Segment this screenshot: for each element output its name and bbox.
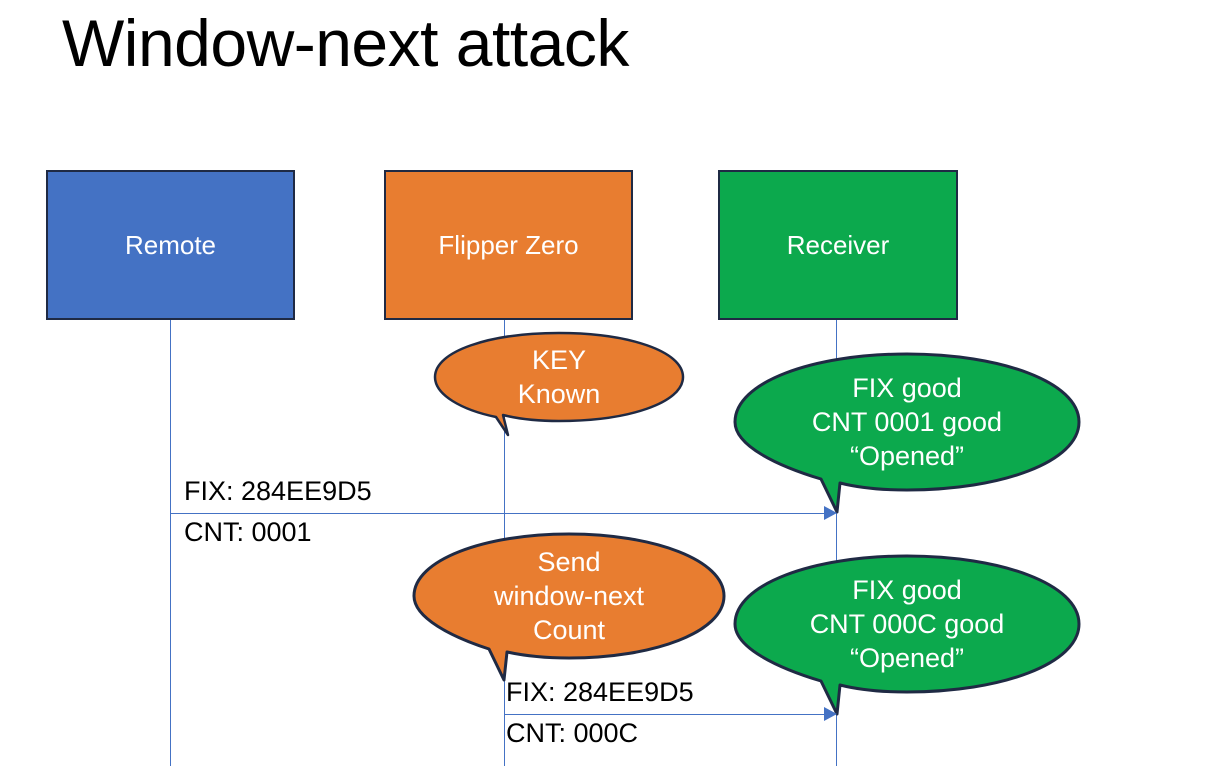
callout-receiver-ack-2[interactable]: FIX good CNT 000C good “Opened” (733, 554, 1081, 719)
message-arrowhead-flipper-to-receiver (824, 707, 837, 721)
callout-receiver-ack-1-shape (733, 352, 1081, 514)
actor-label-flipper-zero: Flipper Zero (438, 229, 579, 260)
lifeline-remote (170, 320, 171, 766)
actor-box-receiver[interactable]: Receiver (718, 170, 958, 320)
actor-box-flipper-zero[interactable]: Flipper Zero (384, 170, 633, 320)
callout-send-window-next-shape (412, 532, 726, 682)
message-label-above-1: FIX: 284EE9D5 (184, 476, 372, 506)
message-label-below-2: CNT: 000C (506, 718, 639, 748)
actor-box-remote[interactable]: Remote (46, 170, 295, 320)
page-title: Window-next attack (62, 6, 629, 80)
callout-send-window-next[interactable]: Send window-next Count (412, 532, 726, 682)
callout-receiver-ack-2-shape (733, 554, 1081, 716)
message-line-flipper-to-receiver (504, 714, 830, 715)
callout-receiver-ack-1[interactable]: FIX good CNT 0001 good “Opened” (733, 352, 1081, 517)
callout-key-known-shape (433, 331, 685, 437)
callout-key-known[interactable]: KEY Known (433, 331, 685, 442)
message-line-remote-to-receiver (170, 513, 830, 514)
message-label-above-2: FIX: 284EE9D5 (506, 677, 694, 707)
lifeline-receiver (836, 320, 837, 766)
message-label-below-1: CNT: 0001 (184, 517, 312, 547)
actor-label-receiver: Receiver (786, 229, 890, 260)
message-arrowhead-remote-to-receiver (824, 506, 837, 520)
actor-label-remote: Remote (124, 229, 217, 260)
